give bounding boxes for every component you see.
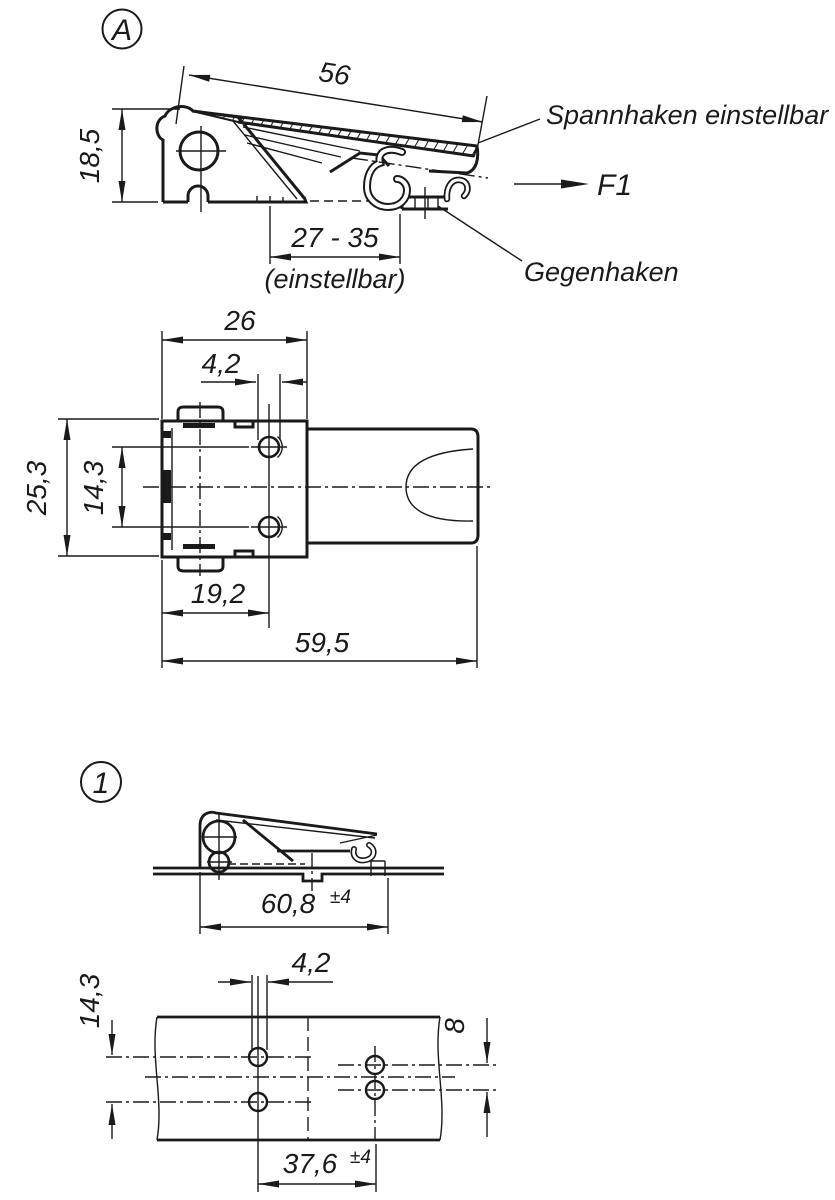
- dim-14-3b-label: 14,3: [74, 973, 105, 1028]
- dim-4-2b-label: 4,2: [292, 947, 331, 978]
- mounted-latch-thin-lines: [199, 812, 389, 934]
- view-a-thin-lines: [112, 65, 561, 264]
- dim-56-line: [188, 74, 484, 123]
- force-f1-label: F1: [597, 169, 632, 202]
- dim-59-5-label: 59,5: [295, 627, 350, 658]
- view-plan: 26 4,2 25,3 14,3 19,2 59,5: [21, 305, 492, 668]
- dim-56-label: 56: [317, 56, 353, 92]
- view-a-label-circle: [101, 8, 143, 50]
- spannhaken-hook-inner: [364, 147, 410, 210]
- dim-27-35-label: 27 - 35: [290, 222, 379, 253]
- template-hole-left-top: [247, 1046, 269, 1068]
- plan-hole-bottom: [257, 515, 281, 539]
- dim-25-3-label: 25,3: [21, 460, 52, 516]
- dim-18-5-label: 18,5: [74, 128, 105, 183]
- dim-14-3-label: 14,3: [78, 460, 109, 515]
- pivot-hole: [178, 130, 220, 172]
- gegenhaken-curl-inner: [445, 178, 469, 201]
- hook-axis-centerline: [351, 157, 489, 179]
- mounted-latch-outline: [153, 810, 444, 883]
- plan-thin-lines: [58, 331, 478, 668]
- dim-60-8-tolerance: ±4: [330, 887, 351, 908]
- template-break-lines: [154, 1016, 443, 1141]
- adjust-note-label: (einstellbar): [264, 264, 405, 294]
- view-a: A 56 18,5 27 - 35 (einstellbar) Spannhak…: [74, 8, 829, 294]
- dim-37-6-tolerance: ±4: [350, 1147, 371, 1168]
- view-a-label: A: [110, 14, 132, 47]
- dim-8-label: 8: [439, 1018, 470, 1034]
- template-centerlines: [106, 1046, 497, 1140]
- dim-60-8-label: 60,8: [261, 888, 316, 919]
- plan-centerlines: [143, 402, 492, 576]
- view-1: 1 60,8 ±4 4,2 14,3: [74, 761, 497, 1192]
- view-1-label-circle: [80, 761, 122, 803]
- template-plate-edges: [157, 1015, 440, 1142]
- spannhaken-callout: Spannhaken einstellbar: [546, 100, 829, 130]
- mounted-lower-hole: [207, 850, 231, 874]
- dim-37-6-label: 37,6: [283, 1148, 338, 1179]
- dim-4-2-label: 4,2: [202, 348, 241, 379]
- gegenhaken-callout: Gegenhaken: [524, 257, 679, 287]
- plan-filled-edges: [163, 423, 215, 549]
- force-arrow-icon: [561, 179, 589, 189]
- template-hole-right-bottom: [364, 1079, 386, 1101]
- dim-26-label: 26: [223, 305, 256, 336]
- template-extension-lines: [251, 975, 377, 1192]
- template-hole-left-bottom: [247, 1091, 269, 1113]
- template-hole-right-top: [364, 1054, 386, 1076]
- view-1-label: 1: [93, 767, 110, 800]
- dim-19-2-label: 19,2: [191, 578, 246, 609]
- plan-hole-top: [257, 435, 281, 459]
- latch-outline-path: [155, 105, 480, 211]
- mounted-hook-inner: [352, 843, 375, 862]
